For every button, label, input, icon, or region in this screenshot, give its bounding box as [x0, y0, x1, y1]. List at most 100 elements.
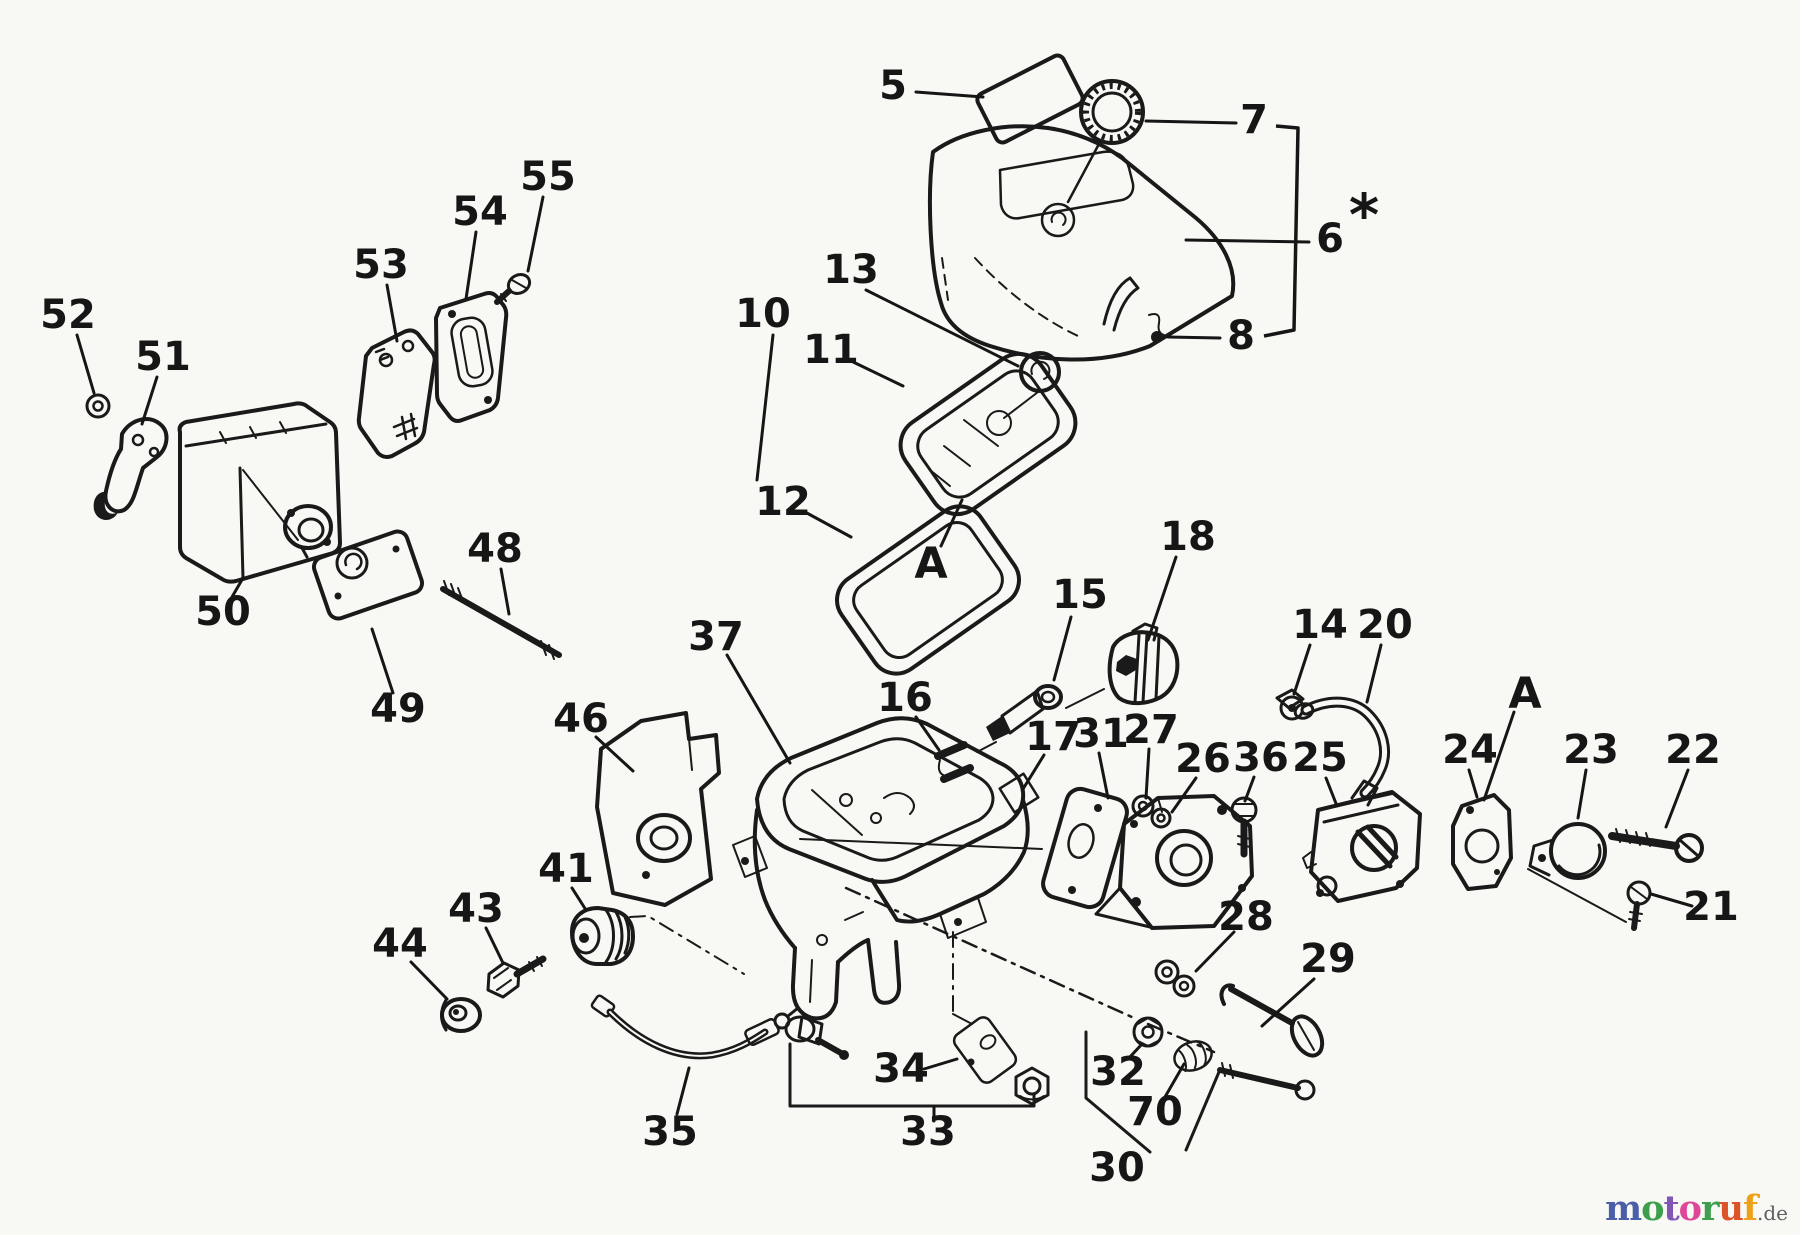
part-callout-6: 6	[1316, 216, 1344, 262]
part-callout-5: 5	[879, 63, 907, 109]
part-callout-25: 25	[1292, 735, 1348, 781]
part-callout-17: 17	[1025, 714, 1081, 760]
lever-part	[1219, 983, 1235, 1006]
part-callout-18: 18	[1160, 514, 1216, 560]
part-callout-24: 24	[1442, 727, 1498, 773]
leader-line-A	[1482, 710, 1516, 802]
part-callout-37: 37	[688, 614, 744, 660]
engine-cover-part	[927, 124, 1236, 362]
part-callout-46: 46	[553, 696, 609, 742]
leader-line-46	[594, 735, 635, 773]
part-callout-11: 11	[803, 327, 859, 373]
leader-line-6	[1184, 238, 1311, 244]
part-callout-52: 52	[40, 292, 96, 338]
part-callout-7: 7	[1240, 97, 1268, 143]
leader-line-17	[1021, 753, 1046, 791]
motoruf-logo: motoruf.de	[1605, 1188, 1788, 1229]
part-callout-27: 27	[1123, 707, 1179, 753]
bolt-43-part	[486, 961, 521, 999]
logo-letter: o	[1641, 1188, 1664, 1229]
detail-marker-A: A	[914, 539, 948, 589]
right-parts-art	[1451, 793, 1704, 931]
part-callout-44: 44	[372, 921, 428, 967]
leader-line-70	[1163, 1062, 1186, 1099]
motoruf-logo-word: motoruf	[1605, 1188, 1758, 1229]
leader-line-8	[1166, 335, 1222, 340]
flange-part	[1118, 794, 1254, 930]
part-callout-15: 15	[1052, 572, 1108, 618]
asterisk-marker: *	[1349, 181, 1379, 249]
muffler-part	[177, 401, 342, 584]
part-callout-23: 23	[1563, 727, 1619, 773]
knob-part	[570, 906, 635, 966]
logo-letter: o	[1678, 1188, 1702, 1229]
leader-line-27	[1144, 747, 1151, 800]
muffler-gasket-part	[311, 529, 425, 621]
leader-line-41	[570, 886, 588, 912]
part-callout-31: 31	[1073, 711, 1129, 757]
leader-line-7	[1144, 119, 1238, 125]
leader-line-11	[847, 358, 905, 388]
leader-line-54	[464, 230, 478, 301]
leader-line-18	[1146, 555, 1178, 642]
nut-33-part	[1014, 1066, 1050, 1106]
leader-line-51	[140, 375, 159, 426]
air-filter-art	[835, 351, 1078, 676]
filter-element-part	[898, 351, 1078, 517]
leader-line-10	[755, 333, 775, 482]
leader-line-A	[939, 498, 964, 548]
part-callout-43: 43	[448, 886, 504, 932]
logo-letter: u	[1718, 1188, 1743, 1229]
bracket-line	[1263, 124, 1300, 338]
part-callout-14: 14	[1292, 602, 1348, 648]
cover-screw-part	[1151, 331, 1163, 343]
carburetor-art	[1041, 622, 1422, 930]
spring-part	[1173, 1040, 1213, 1073]
bushing-28-part	[1154, 959, 1180, 985]
part-callout-10: 10	[735, 291, 791, 337]
leader-line-36	[1243, 775, 1256, 803]
part-callout-28: 28	[1218, 894, 1274, 940]
logo-letter: f	[1742, 1188, 1758, 1229]
logo-letter: m	[1605, 1188, 1642, 1229]
leader-line-49	[370, 627, 395, 695]
part-callout-21: 21	[1683, 884, 1739, 930]
washer-part	[440, 997, 482, 1033]
leader-line-31	[1097, 751, 1110, 800]
part-callout-55: 55	[520, 154, 576, 200]
leader-line-20	[1365, 643, 1383, 704]
motoruf-logo-suffix: .de	[1757, 1201, 1788, 1225]
part-callout-36: 36	[1233, 735, 1289, 781]
carburetor-part	[1309, 790, 1422, 903]
leader-line-16	[914, 715, 941, 752]
seal-part	[998, 772, 1040, 814]
leader-line-44	[409, 960, 449, 1001]
leader-line-25	[1324, 776, 1339, 808]
filter-base-part	[835, 504, 1021, 676]
part-callout-35: 35	[642, 1109, 698, 1155]
part-callout-70: 70	[1127, 1089, 1183, 1135]
part-callout-54: 54	[452, 189, 508, 235]
grommet-part	[1275, 688, 1305, 710]
muffler-art	[85, 273, 562, 660]
gasket-24-part	[1451, 793, 1513, 891]
leader-line-52	[75, 333, 96, 395]
leader-line-12	[803, 510, 853, 539]
leader-line-22	[1664, 768, 1690, 829]
bushing-27-part	[1131, 794, 1155, 818]
leader-line-5	[914, 90, 985, 99]
part-callout-8: 8	[1227, 313, 1255, 359]
part-callout-16: 16	[877, 675, 933, 721]
leader-line-32	[1127, 1042, 1144, 1060]
leader-line-13	[864, 288, 1020, 368]
part-callout-13: 13	[823, 247, 879, 293]
leader-line-50	[230, 576, 245, 599]
part-callout-51: 51	[135, 334, 191, 380]
leader-line-29	[1260, 977, 1316, 1028]
detail-marker-A: A	[1508, 669, 1542, 719]
sticker-part	[975, 53, 1085, 145]
part-callout-50: 50	[195, 589, 251, 635]
part-callout-32: 32	[1090, 1049, 1146, 1095]
gasket-part	[356, 328, 437, 459]
